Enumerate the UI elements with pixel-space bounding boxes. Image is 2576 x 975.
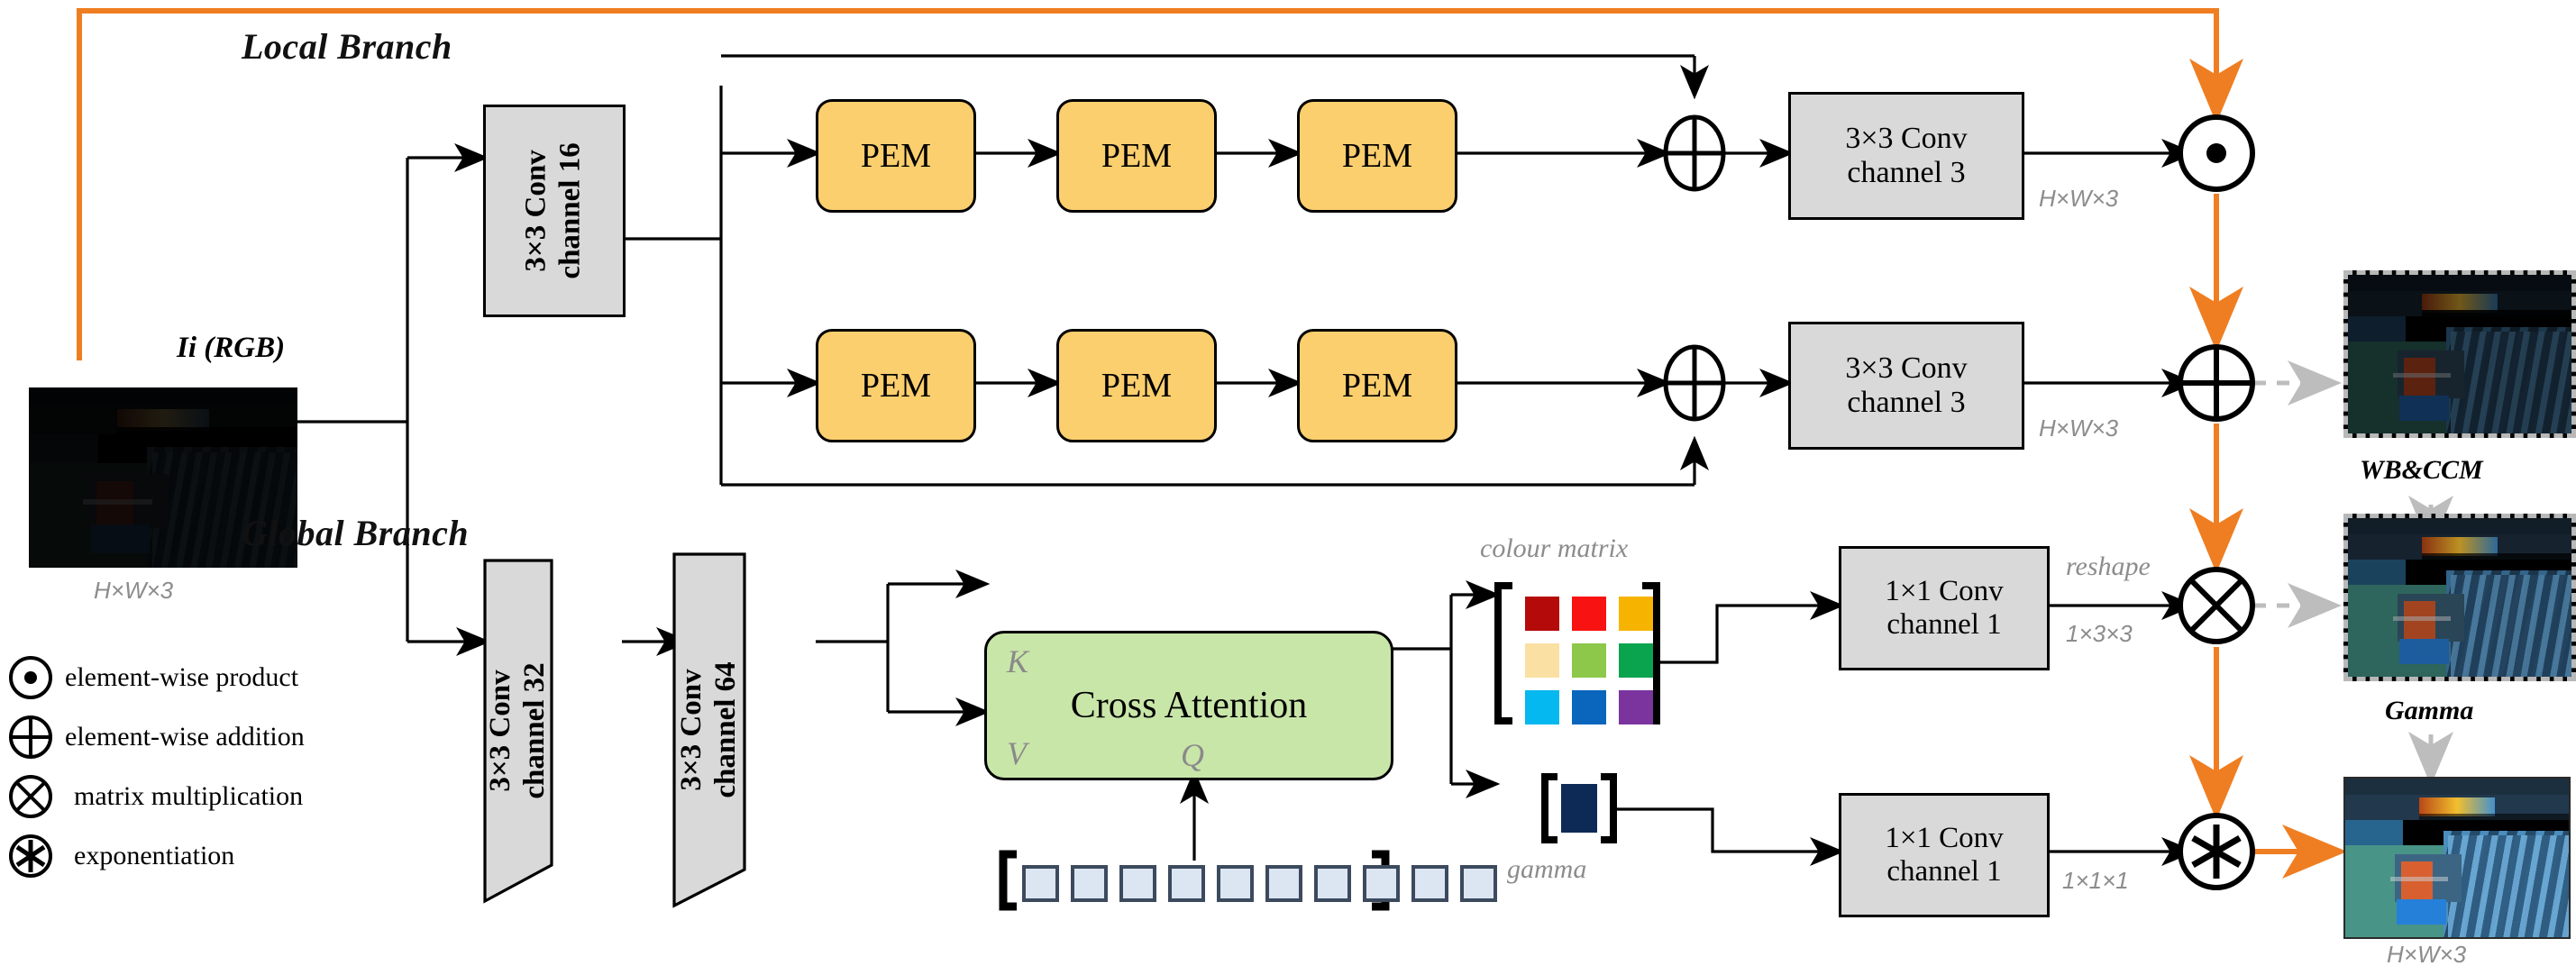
legend-icon-product (9, 656, 52, 699)
colour-cell (1619, 643, 1653, 678)
legend-icon-exponentiation (9, 834, 52, 878)
colour-matrix-title: colour matrix (1480, 533, 1629, 563)
query-token (1217, 865, 1254, 902)
legend-label-addition: element-wise addition (65, 722, 305, 752)
final-output-dims: H×W×3 (2387, 941, 2467, 968)
stage2-label: Gamma (2385, 696, 2474, 725)
local-row1-out-dims: H×W×3 (2039, 185, 2119, 212)
query-token (1071, 865, 1108, 902)
attention-value-label: V (1007, 735, 1027, 771)
pem-row1-3: PEM (1297, 99, 1457, 213)
query-token (1168, 865, 1205, 902)
attention-key-label: K (1007, 643, 1029, 679)
gamma-out-dims: 1×1×1 (2062, 867, 2129, 894)
query-token (1265, 865, 1302, 902)
query-token (1022, 865, 1059, 902)
query-token-array (1022, 865, 1497, 902)
output-stage1-image (2343, 270, 2576, 438)
legend-label-product: element-wise product (65, 662, 299, 692)
colour-cell (1525, 597, 1559, 631)
legend-label-matmul: matrix multiplication (74, 781, 304, 811)
adder-local-row1 (1663, 114, 1726, 192)
op-exponentiation (2178, 813, 2255, 890)
input-image (29, 387, 297, 568)
local-stem-conv: 3×3 Conv channel 16 (483, 105, 626, 317)
pem-row2-3: PEM (1297, 329, 1457, 442)
stage1-label: WB&CCM (2360, 455, 2483, 485)
adder-local-row2 (1663, 344, 1726, 422)
pem-row2-1: PEM (816, 329, 976, 442)
legend-icon-matmul (9, 775, 52, 818)
op-matrix-multiplication (2178, 567, 2255, 644)
colour-cell (1619, 690, 1653, 724)
cross-attention-block: K V Q Cross Attention (984, 631, 1393, 780)
op-elementwise-addition (2178, 344, 2255, 422)
pem-row1-1: PEM (816, 99, 976, 213)
colour-cell (1572, 643, 1606, 678)
pem-row1-2: PEM (1056, 99, 1217, 213)
local-branch-title: Local Branch (242, 26, 452, 67)
colour-cell (1525, 690, 1559, 724)
global-branch-title: Global Branch (242, 513, 470, 553)
legend-icon-addition (9, 715, 52, 759)
query-token (1460, 865, 1497, 902)
query-token (1411, 865, 1448, 902)
input-image-label: Ii (RGB) (177, 332, 286, 364)
colour-out-dims: 1×3×3 (2066, 620, 2133, 647)
cross-attention-title: Cross Attention (1070, 685, 1308, 726)
colour-cell (1619, 597, 1653, 631)
colour-cell (1525, 643, 1559, 678)
pem-row2-2: PEM (1056, 329, 1217, 442)
colour-matrix-grid (1525, 597, 1653, 724)
attention-query-label: Q (1181, 737, 1204, 773)
output-final-image (2343, 777, 2571, 939)
query-token (1119, 865, 1156, 902)
reshape-note: reshape (2066, 551, 2151, 581)
local-row2-out-dims: H×W×3 (2039, 415, 2119, 442)
query-token (1314, 865, 1351, 902)
colour-cell (1572, 690, 1606, 724)
query-token (1363, 865, 1400, 902)
gamma-title: gamma (1507, 854, 1587, 884)
output-stage2-image (2343, 514, 2576, 681)
gamma-cell (1561, 784, 1597, 833)
colour-cell (1572, 597, 1606, 631)
legend-label-exponentiation: exponentiation (74, 841, 235, 870)
op-elementwise-product (2178, 114, 2255, 192)
input-dims-label: H×W×3 (94, 577, 174, 604)
